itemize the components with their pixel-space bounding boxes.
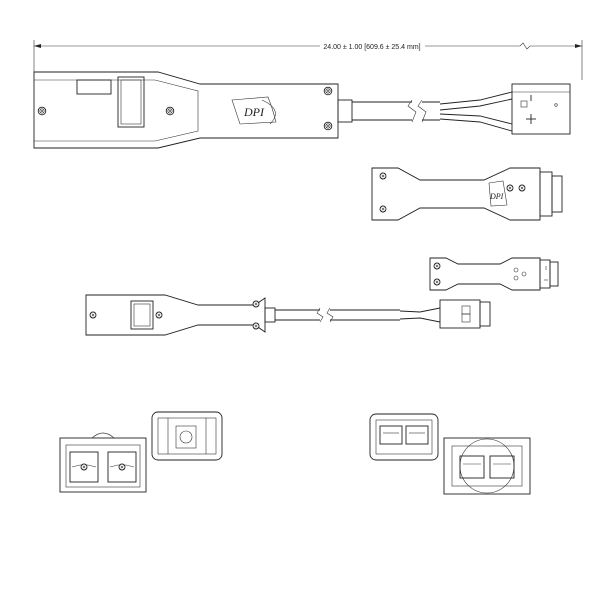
dimension-label: 24.00 ± 1.00 [609.6 ± 25.4 mm]: [323, 44, 420, 51]
screw-icon: [323, 121, 333, 131]
svg-text:DPI: DPI: [243, 105, 265, 119]
overall-length-dimension: 24.00 ± 1.00 [609.6 ± 25.4 mm]: [33, 40, 583, 80]
svg-text:DPI: DPI: [489, 192, 504, 201]
connector-front-view-left: [59, 432, 147, 493]
connector-rear-view-right: [369, 413, 439, 461]
middle-cable-assembly: [85, 294, 491, 336]
screw-icon: [37, 106, 47, 116]
connector-side-view: DPI: [371, 167, 563, 221]
dpi-logo: DPI: [231, 96, 277, 125]
connector-small-view: [429, 257, 559, 291]
dpi-logo-small: DPI: [488, 180, 508, 207]
screw-icon: [165, 106, 175, 116]
screw-icon: [323, 86, 333, 96]
top-cable-assembly: DPI: [33, 71, 571, 149]
connector-front-view-right: [443, 437, 531, 495]
connector-rear-view-left: [151, 411, 223, 461]
